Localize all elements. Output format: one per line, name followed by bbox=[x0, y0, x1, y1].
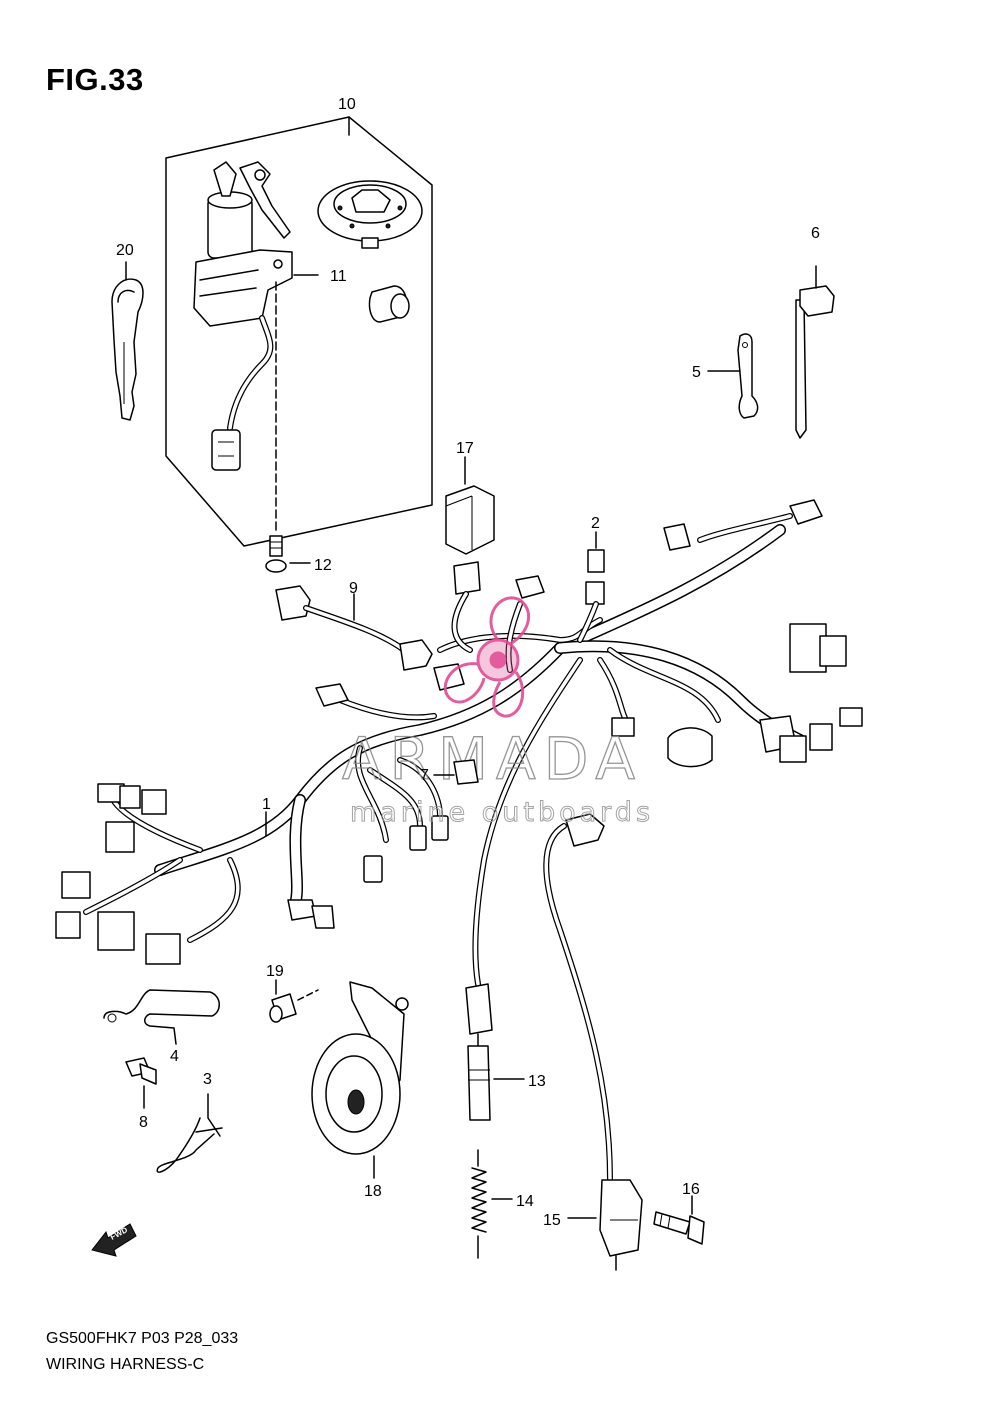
callout-18: 18 bbox=[364, 1183, 382, 1200]
stop-switch bbox=[465, 983, 525, 1121]
relay-17 bbox=[445, 456, 495, 595]
watermark: ARMADA marine outboards bbox=[341, 596, 654, 829]
fwd-arrow-icon: FWD bbox=[91, 1223, 137, 1257]
callout-3: 3 bbox=[203, 1071, 212, 1088]
fuse-2 bbox=[585, 531, 605, 605]
callout-14: 14 bbox=[516, 1193, 534, 1210]
watermark-logo-icon bbox=[443, 596, 531, 718]
callout-19: 19 bbox=[266, 963, 284, 980]
ignition-switch bbox=[193, 161, 319, 471]
callout-6: 6 bbox=[811, 225, 820, 242]
key-blank bbox=[111, 261, 144, 421]
callout-7: 7 bbox=[420, 767, 429, 784]
callout-5: 5 bbox=[692, 364, 701, 381]
watermark-brand: ARMADA bbox=[342, 725, 643, 793]
bolt-16 bbox=[653, 1195, 705, 1245]
watermark-tagline: marine outboards bbox=[350, 797, 654, 828]
callout-15: 15 bbox=[543, 1212, 561, 1229]
cable-tie bbox=[795, 265, 835, 439]
model-code: GS500FHK7 P03 P28_033 bbox=[46, 1330, 239, 1347]
side-stand-switch bbox=[543, 813, 643, 1271]
callout-1: 1 bbox=[262, 796, 271, 813]
diagram-name: WIRING HARNESS-C bbox=[46, 1356, 205, 1373]
sub-harness-9 bbox=[275, 585, 433, 671]
callout-4: 4 bbox=[170, 1048, 179, 1065]
clamp-3 bbox=[156, 1093, 223, 1173]
clamp-5 bbox=[707, 333, 759, 419]
horn bbox=[269, 981, 409, 1179]
bolt-8 bbox=[125, 1057, 157, 1109]
callout-11: 11 bbox=[330, 268, 347, 285]
callout-10: 10 bbox=[338, 96, 356, 113]
main-wiring-harness bbox=[55, 499, 863, 987]
callout-2: 2 bbox=[591, 515, 600, 532]
callout-20: 20 bbox=[116, 242, 134, 259]
fuel-cap-lock bbox=[317, 180, 423, 249]
figure-title: FIG.33 bbox=[46, 62, 144, 97]
callout-9: 9 bbox=[349, 580, 358, 597]
callouts: 1 2 3 4 5 6 7 8 9 10 11 12 13 14 15 16 1… bbox=[116, 96, 820, 1229]
ignition-set-box bbox=[165, 116, 433, 547]
callout-8: 8 bbox=[139, 1114, 148, 1131]
clamp-4 bbox=[103, 989, 220, 1045]
callout-13: 13 bbox=[528, 1073, 546, 1090]
callout-17: 17 bbox=[456, 440, 474, 457]
return-spring bbox=[471, 1149, 513, 1259]
lock-cylinder bbox=[368, 285, 410, 323]
callout-12: 12 bbox=[314, 557, 332, 574]
screw-12 bbox=[265, 281, 311, 573]
callout-16: 16 bbox=[682, 1181, 700, 1198]
